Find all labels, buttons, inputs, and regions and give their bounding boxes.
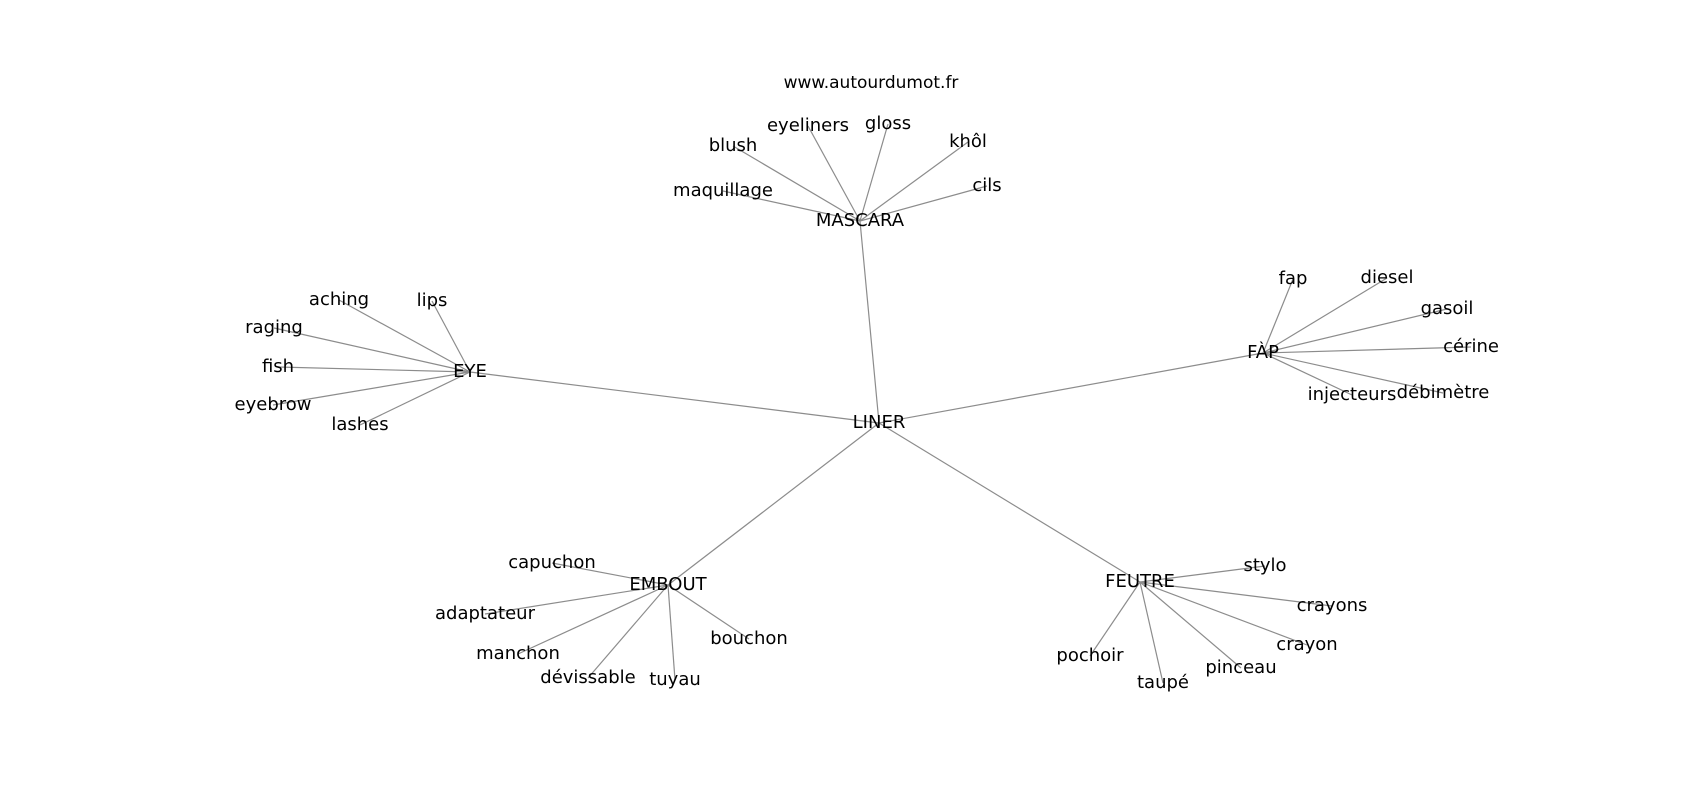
node-capuchon[interactable]: capuchon (508, 552, 596, 574)
node-cerine[interactable]: cérine (1443, 336, 1499, 358)
edge-LINER-MASCARA (859, 220, 880, 424)
node-raging[interactable]: raging (245, 317, 303, 339)
node-fish[interactable]: fish (261, 356, 295, 378)
edge-MASCARA-khôl (859, 141, 969, 222)
edge-LINER-FEUTRE (878, 422, 1141, 583)
edge-EMBOUT-adaptateur (484, 584, 669, 615)
edge-FÀP-gasoil (1262, 308, 1448, 354)
node-taupe[interactable]: taupé (1137, 672, 1189, 694)
edge-FEUTRE-taupé (1139, 581, 1164, 684)
node-lashes[interactable]: lashes (331, 414, 389, 436)
edge-EYE-eyebrow (272, 371, 471, 406)
edge-LINER-EMBOUT (667, 422, 880, 586)
edge-FEUTRE-crayons (1139, 581, 1333, 607)
node-maquillage[interactable]: maquillage (673, 180, 773, 202)
node-eye[interactable]: EYE (453, 361, 487, 383)
edge-EYE-raging (273, 327, 471, 373)
node-eyeliners[interactable]: eyeliners (766, 115, 850, 137)
node-tuyau[interactable]: tuyau (649, 669, 701, 691)
edge-EYE-lashes (359, 371, 471, 426)
node-gloss[interactable]: gloss (864, 113, 912, 135)
node-khol[interactable]: khôl (949, 131, 987, 153)
node-eyebrow[interactable]: eyebrow (234, 394, 312, 416)
node-gasoil[interactable]: gasoil (1420, 298, 1474, 320)
edge-EYE-fish (277, 366, 471, 373)
node-fap[interactable]: FÀP (1247, 342, 1279, 364)
edge-EMBOUT-bouchon (667, 584, 750, 640)
node-devissable[interactable]: dévissable (540, 667, 636, 689)
node-liner[interactable]: LINER (852, 412, 906, 434)
edge-FEUTRE-pochoir (1089, 581, 1141, 657)
node-embout[interactable]: EMBOUT (629, 574, 707, 596)
edge-LINER-EYE (469, 371, 880, 424)
node-mascara[interactable]: MASCARA (815, 210, 905, 232)
node-cils[interactable]: cils (972, 175, 1002, 197)
edge-FÀP-fap (1262, 278, 1294, 354)
node-aching[interactable]: aching (308, 289, 370, 311)
edge-EMBOUT-manchon (517, 584, 669, 655)
edge-EYE-lips (431, 300, 471, 373)
edge-FEUTRE-crayon (1139, 581, 1308, 646)
edge-MASCARA-eyeliners (807, 125, 861, 222)
edge-EMBOUT-dévissable (587, 584, 669, 679)
node-lips[interactable]: lips (416, 290, 448, 312)
edge-EMBOUT-tuyau (667, 584, 676, 681)
edge-FÀP-débimètre (1262, 352, 1444, 394)
node-pinceau[interactable]: pinceau (1205, 657, 1277, 679)
edge-FÀP-injecteurs (1262, 352, 1353, 396)
node-debimetre[interactable]: débimètre (1396, 382, 1490, 404)
edge-MASCARA-maquillage (722, 190, 861, 222)
edge-FEUTRE-stylo (1139, 565, 1266, 583)
node-fap[interactable]: fap (1278, 268, 1308, 290)
edge-MASCARA-cils (859, 185, 988, 222)
node-injecteurs[interactable]: injecteurs (1307, 384, 1397, 406)
node-manchon[interactable]: manchon (476, 643, 560, 665)
node-adaptateur[interactable]: adaptateur (435, 603, 535, 625)
node-diesel[interactable]: diesel (1360, 267, 1414, 289)
node-crayon[interactable]: crayon (1276, 634, 1338, 656)
edge-EMBOUT-capuchon (551, 562, 669, 586)
edge-MASCARA-gloss (859, 123, 889, 222)
edge-FÀP-diesel (1262, 277, 1388, 354)
edge-MASCARA-blush (732, 145, 861, 222)
node-blush[interactable]: blush (708, 135, 758, 157)
node-stylo[interactable]: stylo (1243, 555, 1287, 577)
node-feutre[interactable]: FEUTRE (1105, 571, 1175, 593)
edge-LINER-FÀP (878, 352, 1264, 424)
edge-FEUTRE-pinceau (1139, 581, 1242, 669)
edge-FÀP-cérine (1262, 346, 1472, 354)
node-bouchon[interactable]: bouchon (710, 628, 788, 650)
edge-EYE-aching (338, 299, 471, 373)
site-title: www.autourdumot.fr (783, 73, 959, 93)
node-crayons[interactable]: crayons (1296, 595, 1368, 617)
node-pochoir[interactable]: pochoir (1056, 645, 1124, 667)
